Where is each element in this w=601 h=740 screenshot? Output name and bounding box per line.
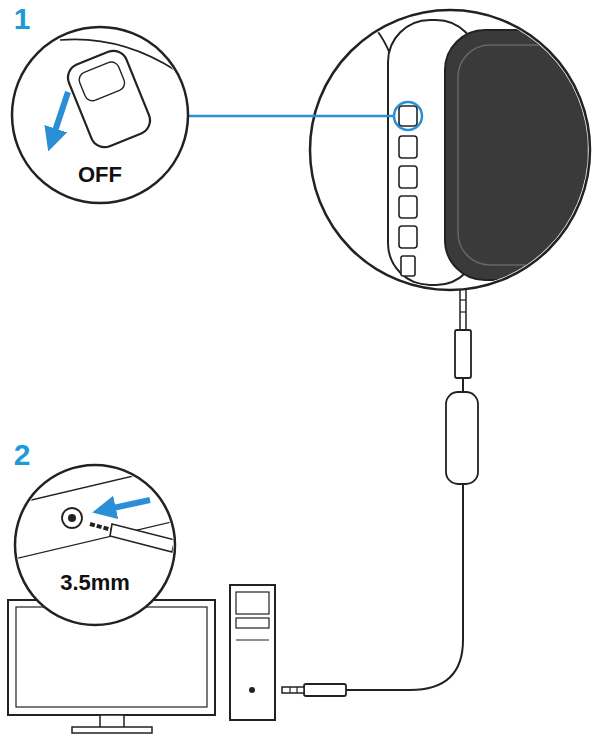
plug-ring (460, 311, 466, 312)
ear-pad-seam (458, 45, 588, 265)
switch-detail (60, 39, 175, 151)
panel-edge (10, 520, 180, 560)
highlight-circle (394, 102, 422, 130)
plug-ring (289, 687, 290, 693)
ear-cup (330, 0, 595, 285)
jack-size: 3.5mm (60, 572, 130, 594)
jack-socket (62, 508, 82, 528)
button (399, 136, 417, 158)
switch-knob (64, 47, 154, 152)
power-switch (399, 106, 417, 126)
plug-tip (282, 687, 304, 693)
direction-arrow (52, 92, 68, 140)
headband (330, 0, 392, 60)
inline-remote (446, 392, 478, 484)
leader-line (188, 115, 394, 118)
plug-body (304, 684, 346, 696)
plug-body (110, 524, 175, 552)
step-number: 2 (14, 440, 31, 470)
monitor-stand (100, 715, 124, 728)
inset-circle (15, 465, 175, 625)
panel-edge (10, 465, 180, 505)
button (399, 196, 417, 218)
jack-hole (68, 514, 76, 522)
plug-ring (296, 687, 297, 693)
plug-tip (90, 524, 112, 530)
power-button (249, 687, 255, 693)
switch-state: OFF (78, 164, 122, 186)
monitor-base (72, 727, 152, 733)
ear-pad (445, 30, 595, 280)
step-number: 1 (14, 4, 31, 34)
switch-grip (77, 60, 127, 104)
drive-bay (236, 592, 269, 614)
plug-tip (460, 288, 466, 330)
direction-arrow (104, 500, 150, 510)
button (399, 166, 417, 188)
cable (462, 378, 464, 392)
jack-detail (10, 465, 180, 560)
plug-body (455, 330, 471, 378)
panel-line (236, 639, 269, 640)
drive-bay (236, 618, 269, 628)
audio-port (401, 256, 415, 276)
plug-ring (460, 299, 466, 300)
pc-tower (230, 585, 275, 720)
cable (346, 484, 463, 690)
button (399, 226, 417, 248)
inset-circle (12, 27, 188, 203)
